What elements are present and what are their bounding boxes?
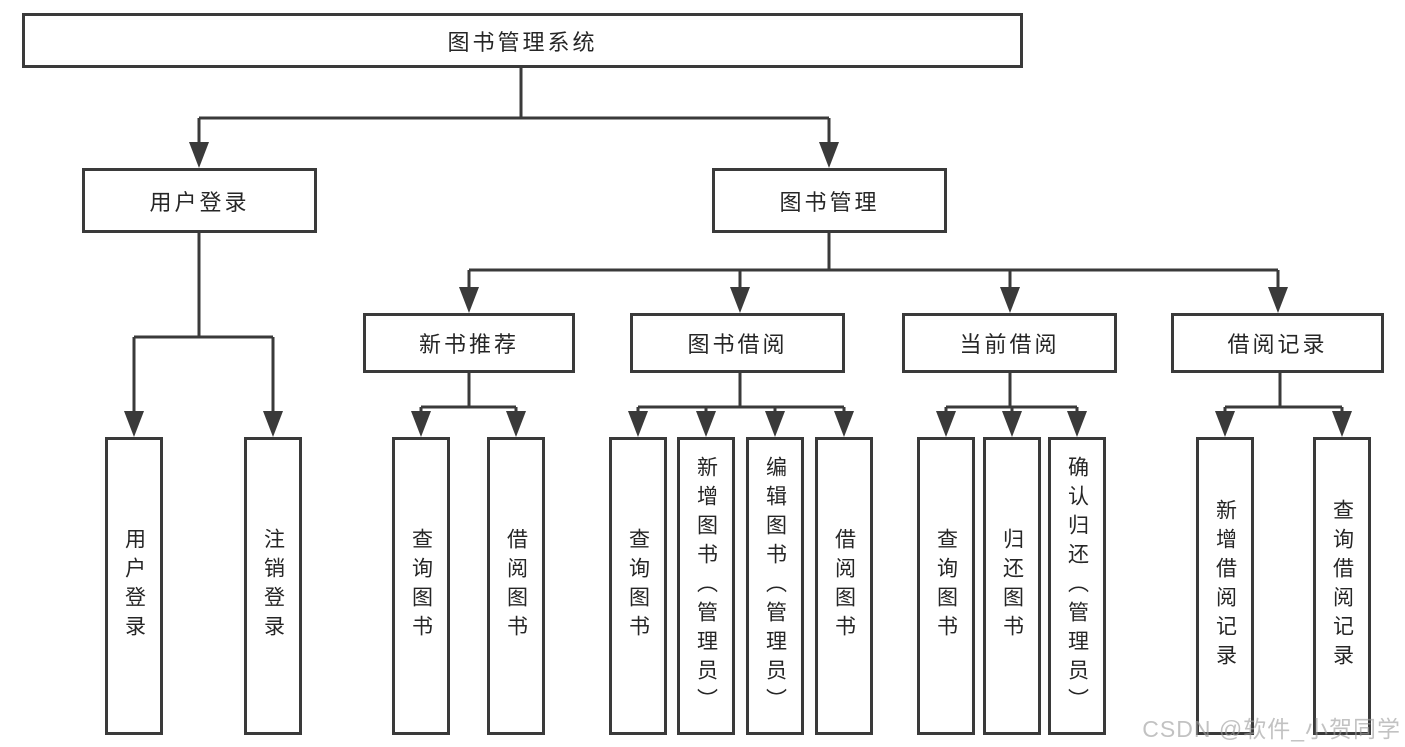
node-current-borrow-label: 当前借阅	[959, 332, 1060, 357]
node-current-borrow: 当前借阅	[902, 313, 1117, 373]
leaf-add-borrow-record-label: 新增借阅记录	[1213, 499, 1237, 673]
leaf-return-books: 归还图书	[983, 437, 1041, 735]
leaf-add-books-admin-label: 新增图书（管理员）	[694, 455, 718, 717]
leaf-query-books-2: 查询图书	[609, 437, 667, 735]
leaf-confirm-return-admin: 确认归还（管理员）	[1048, 437, 1106, 735]
node-book-management-label: 图书管理	[779, 189, 880, 215]
leaf-query-borrow-record: 查询借阅记录	[1313, 437, 1371, 735]
node-root: 图书管理系统	[22, 13, 1023, 68]
leaf-query-books-2-label: 查询图书	[626, 528, 650, 644]
leaf-borrow-books-1: 借阅图书	[487, 437, 545, 735]
leaf-query-books-3: 查询图书	[917, 437, 975, 735]
leaf-add-borrow-record: 新增借阅记录	[1196, 437, 1254, 735]
node-user-login-label: 用户登录	[149, 189, 250, 215]
node-root-label: 图书管理系统	[447, 29, 598, 55]
leaf-borrow-books-1-label: 借阅图书	[504, 528, 528, 644]
leaf-borrow-books-2-label: 借阅图书	[832, 528, 856, 644]
csdn-watermark: CSDN @软件_小贺同学	[1142, 716, 1401, 742]
leaf-user-login: 用户登录	[105, 437, 163, 735]
node-book-management: 图书管理	[712, 168, 947, 233]
leaf-query-books-1-label: 查询图书	[409, 528, 433, 644]
leaf-user-login-label: 用户登录	[122, 528, 146, 644]
node-borrow-records-label: 借阅记录	[1227, 332, 1328, 357]
leaf-edit-books-admin-label: 编辑图书（管理员）	[763, 455, 787, 717]
arrowheads	[124, 142, 1352, 437]
leaf-query-books-3-label: 查询图书	[934, 528, 958, 644]
node-book-borrow: 图书借阅	[630, 313, 845, 373]
leaf-add-books-admin: 新增图书（管理员）	[677, 437, 735, 735]
leaf-confirm-return-admin-label: 确认归还（管理员）	[1065, 455, 1089, 717]
leaf-logout: 注销登录	[244, 437, 302, 735]
node-new-book-recommend-label: 新书推荐	[418, 332, 519, 357]
leaf-logout-label: 注销登录	[261, 528, 285, 644]
node-book-borrow-label: 图书借阅	[687, 332, 788, 357]
leaf-return-books-label: 归还图书	[1000, 528, 1024, 644]
node-borrow-records: 借阅记录	[1171, 313, 1384, 373]
node-new-book-recommend: 新书推荐	[363, 313, 575, 373]
leaf-borrow-books-2: 借阅图书	[815, 437, 873, 735]
node-user-login: 用户登录	[82, 168, 317, 233]
leaf-query-books-1: 查询图书	[392, 437, 450, 735]
leaf-edit-books-admin: 编辑图书（管理员）	[746, 437, 804, 735]
leaf-query-borrow-record-label: 查询借阅记录	[1330, 499, 1354, 673]
